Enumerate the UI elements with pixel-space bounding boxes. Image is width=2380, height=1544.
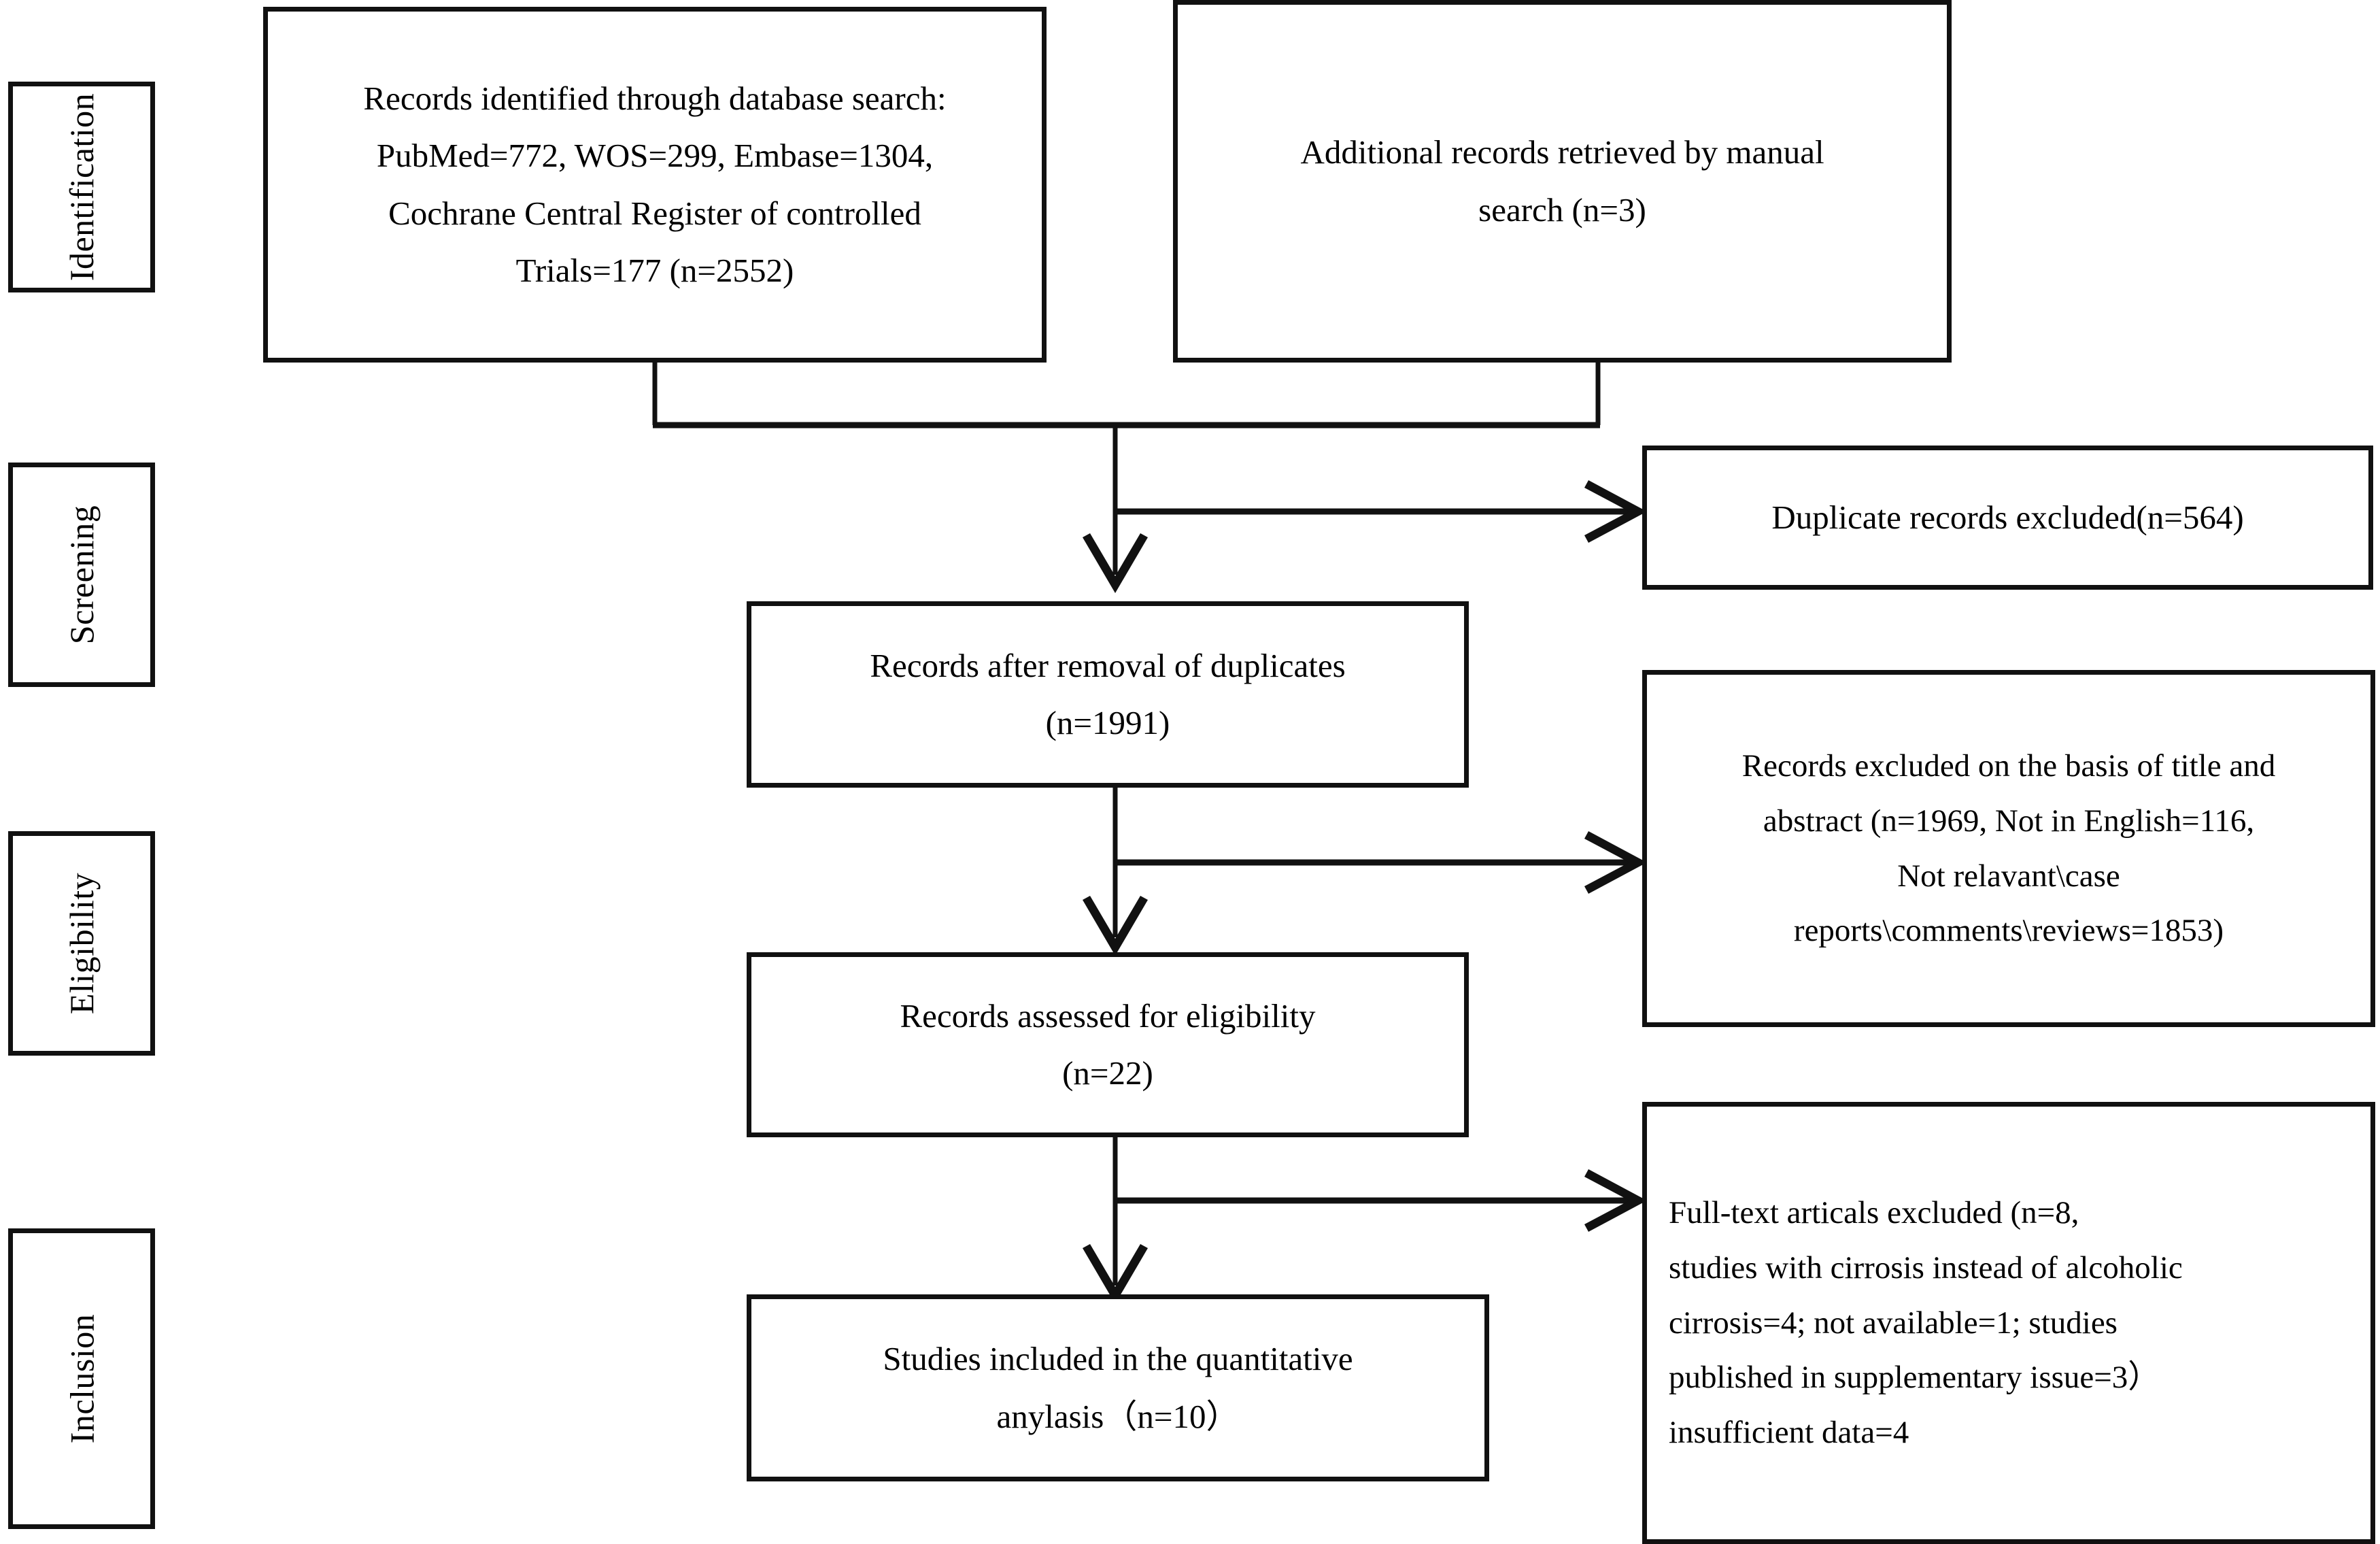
stage-box-screening: Screening [8, 463, 155, 687]
records-excluded-title-abstract-box: Records excluded on the basis of title a… [1642, 670, 2375, 1027]
duplicate-records-excluded-box: Duplicate records excluded(n=564) [1642, 446, 2373, 590]
stage-label-identification: Identification [63, 93, 101, 282]
box-line: Not relavant\case [1897, 858, 2120, 894]
additional-records-manual-search-box: Additional records retrieved by manual s… [1173, 0, 1952, 363]
full-text-articals-excluded-box: Full-text articals excluded (n=8, studie… [1642, 1102, 2375, 1544]
box-line: Studies included in the quantitative [883, 1340, 1353, 1378]
box-line: search (n=3) [1478, 190, 1646, 229]
box-line: reports\comments\reviews=1853) [1793, 913, 2224, 949]
studies-included-quantitative-box: Studies included in the quantitative any… [747, 1294, 1489, 1481]
stage-box-eligibility: Eligibility [8, 831, 155, 1056]
records-assessed-for-eligibility-box: Records assessed for eligibility (n=22) [747, 952, 1469, 1137]
stage-box-inclusion: Inclusion [8, 1228, 155, 1529]
stage-label-inclusion: Inclusion [63, 1313, 101, 1444]
records-identified-database-search-box: Records identified through database sear… [263, 7, 1047, 363]
box-line: abstract (n=1969, Not in English=116, [1763, 803, 2255, 839]
box-line: (n=22) [1062, 1054, 1153, 1092]
stage-label-screening: Screening [63, 505, 101, 645]
box-line: Additional records retrieved by manual [1300, 133, 1824, 171]
box-line: Duplicate records excluded(n=564) [1771, 498, 2244, 536]
box-line: insufficient data=4 [1669, 1415, 1909, 1451]
box-line: PubMed=772, WOS=299, Embase=1304, [376, 137, 934, 175]
box-line: studies with cirrosis instead of alcohol… [1669, 1249, 2183, 1286]
box-line: Records excluded on the basis of title a… [1741, 748, 2276, 784]
stage-box-identification: Identification [8, 82, 155, 292]
box-line: Records identified through database sear… [363, 79, 947, 117]
stage-label-eligibility: Eligibility [63, 872, 101, 1015]
records-after-removal-of-duplicates-box: Records after removal of duplicates (n=1… [747, 601, 1469, 788]
box-line: cirrosis=4; not available=1; studies [1669, 1305, 2118, 1341]
box-line: anylasis（n=10） [996, 1397, 1240, 1435]
box-line: Records assessed for eligibility [900, 996, 1316, 1035]
box-line: Cochrane Central Register of controlled [388, 194, 921, 232]
box-line: Records after removal of duplicates [870, 646, 1346, 684]
box-line: published in supplementary issue=3） [1669, 1360, 2160, 1396]
box-line: Full-text articals excluded (n=8, [1669, 1194, 2079, 1230]
box-line: Trials=177 (n=2552) [515, 251, 794, 289]
box-line: (n=1991) [1045, 704, 1170, 741]
